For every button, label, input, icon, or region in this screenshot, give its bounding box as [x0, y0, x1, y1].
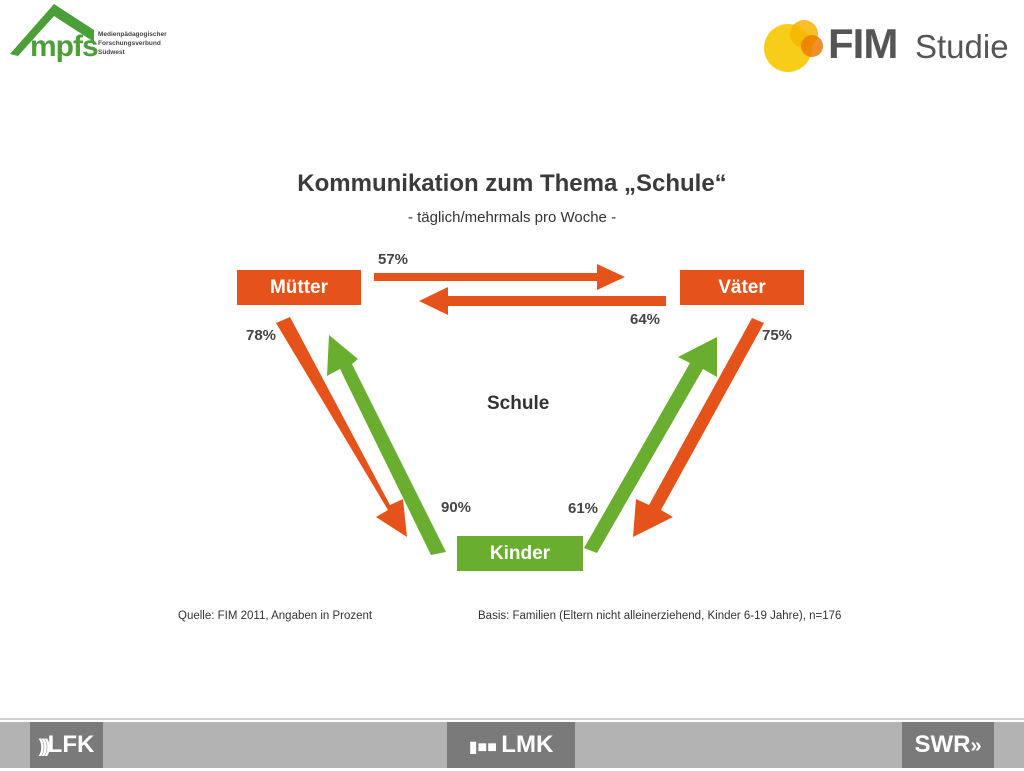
swr-logo-text: SWR — [914, 731, 971, 758]
fim-logo — [760, 8, 1010, 78]
lmk-blocks-icon: ▮■■ — [468, 739, 502, 756]
fim-logo-studie-text: Studie — [915, 28, 1009, 65]
label-kinder-to-mutter: 90% — [441, 499, 472, 516]
arrow-vater-to-mutter — [419, 287, 666, 315]
arrow-kinder-to-vater — [584, 337, 717, 553]
label-mutter-to-kinder: 78% — [246, 327, 277, 344]
source-note: Quelle: FIM 2011, Angaben in Prozent — [178, 610, 373, 622]
mpfs-logo-text: mpfs — [30, 30, 99, 63]
mpfs-subtitle-line: Forschungsverbund — [98, 40, 161, 47]
fim-circles-icon — [764, 20, 823, 72]
label-kinder-to-vater: 61% — [568, 500, 599, 517]
bottom-divider — [0, 718, 1024, 720]
node-mutter: Mütter — [237, 270, 361, 305]
swr-logo: SWR» — [902, 722, 994, 768]
arrow-mutter-to-kinder — [276, 317, 407, 537]
lfk-logo-text: LFK — [47, 731, 95, 758]
node-vater: Väter — [680, 270, 804, 305]
fim-logo-text: FIM — [828, 20, 898, 67]
lmk-logo: ▮■■ LMK — [447, 722, 575, 768]
diagram-title: Kommunikation zum Thema „Schule“ — [297, 170, 727, 197]
lfk-lines-icon: ))) — [38, 736, 51, 756]
mpfs-logo-subtitle: Medienpädagogischer Forschungsverbund Sü… — [98, 30, 178, 57]
mpfs-roof-icon — [10, 4, 94, 56]
arrow-vater-to-kinder — [633, 318, 764, 537]
node-kinder: Kinder — [457, 536, 583, 571]
mpfs-subtitle-line: Medienpädagogischer — [98, 31, 167, 38]
label-vater-to-mutter: 64% — [630, 311, 661, 328]
center-label: Schule — [487, 393, 550, 414]
arrow-kinder-to-mutter — [327, 335, 446, 555]
lmk-logo-text: LMK — [501, 731, 554, 758]
label-vater-to-kinder: 75% — [762, 327, 793, 344]
arrow-mutter-to-vater — [374, 264, 625, 290]
mpfs-subtitle-line: Südwest — [98, 49, 125, 56]
diagram-subtitle: - täglich/mehrmals pro Woche - — [407, 209, 617, 226]
lfk-logo: )))LFK — [30, 722, 103, 768]
mpfs-logo — [6, 2, 176, 66]
swr-chevrons-icon: » — [970, 735, 982, 757]
label-mutter-to-vater: 57% — [378, 251, 409, 268]
basis-note: Basis: Familien (Eltern nicht alleinerzi… — [478, 610, 842, 622]
